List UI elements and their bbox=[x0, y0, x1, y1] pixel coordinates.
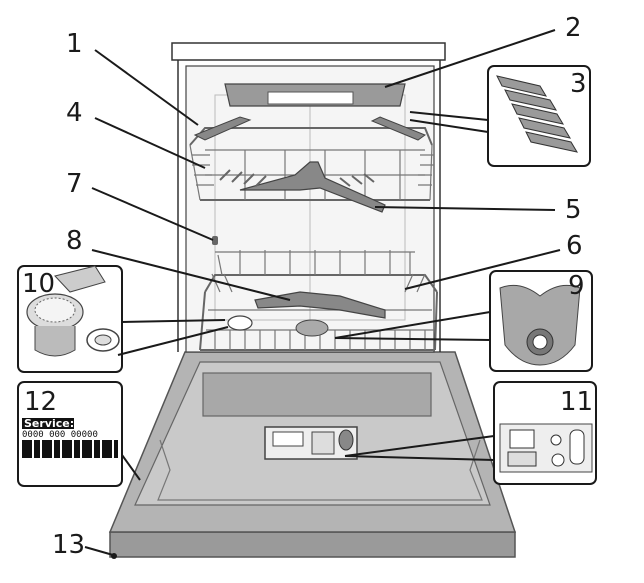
callout-3: 3 bbox=[570, 69, 587, 99]
callout-4: 4 bbox=[66, 98, 83, 128]
service-label-code: 0000 000 00000 bbox=[22, 430, 98, 440]
inset-dispenser bbox=[493, 381, 597, 485]
top-spray-window bbox=[267, 91, 354, 105]
dispenser-lid bbox=[311, 431, 335, 455]
callout-5: 5 bbox=[565, 195, 582, 225]
service-label-title: Service: bbox=[24, 417, 74, 430]
callout-13-dot bbox=[111, 553, 117, 559]
inset-cutlery-trays bbox=[487, 65, 591, 167]
callout-7: 7 bbox=[66, 169, 83, 199]
cutlery-tray-left bbox=[193, 116, 252, 141]
callout-9: 9 bbox=[568, 271, 585, 301]
lower-basket bbox=[199, 250, 438, 351]
salt-container-cap bbox=[227, 315, 253, 331]
base-plinth bbox=[109, 531, 516, 558]
callout-1: 1 bbox=[66, 29, 83, 59]
callout-13: 13 bbox=[52, 530, 85, 560]
inset-service-label bbox=[17, 381, 123, 487]
service-title-bg bbox=[22, 418, 74, 429]
door-gasket bbox=[157, 439, 483, 501]
inset-filter bbox=[489, 270, 593, 372]
cutlery-tray-right bbox=[370, 116, 427, 141]
callout-8: 8 bbox=[66, 226, 83, 256]
upper-spray-arm bbox=[239, 161, 386, 213]
leader-lines bbox=[84, 29, 561, 556]
worktop bbox=[171, 42, 446, 61]
callout-2: 2 bbox=[565, 13, 582, 43]
upper-tines bbox=[219, 169, 375, 187]
filter-assembly bbox=[295, 319, 329, 337]
callout-10: 10 bbox=[22, 269, 55, 299]
callout-6: 6 bbox=[566, 231, 583, 261]
door-top-recess bbox=[202, 372, 432, 417]
inset-salt-refill bbox=[17, 265, 123, 373]
tub-frame bbox=[177, 60, 441, 352]
dispenser-compartment bbox=[272, 431, 304, 447]
side-peg bbox=[212, 236, 218, 245]
callout-12: 12 bbox=[24, 387, 57, 417]
rinse-aid-cap bbox=[338, 429, 354, 451]
callout-11: 11 bbox=[560, 387, 593, 417]
service-barcode bbox=[22, 440, 118, 458]
